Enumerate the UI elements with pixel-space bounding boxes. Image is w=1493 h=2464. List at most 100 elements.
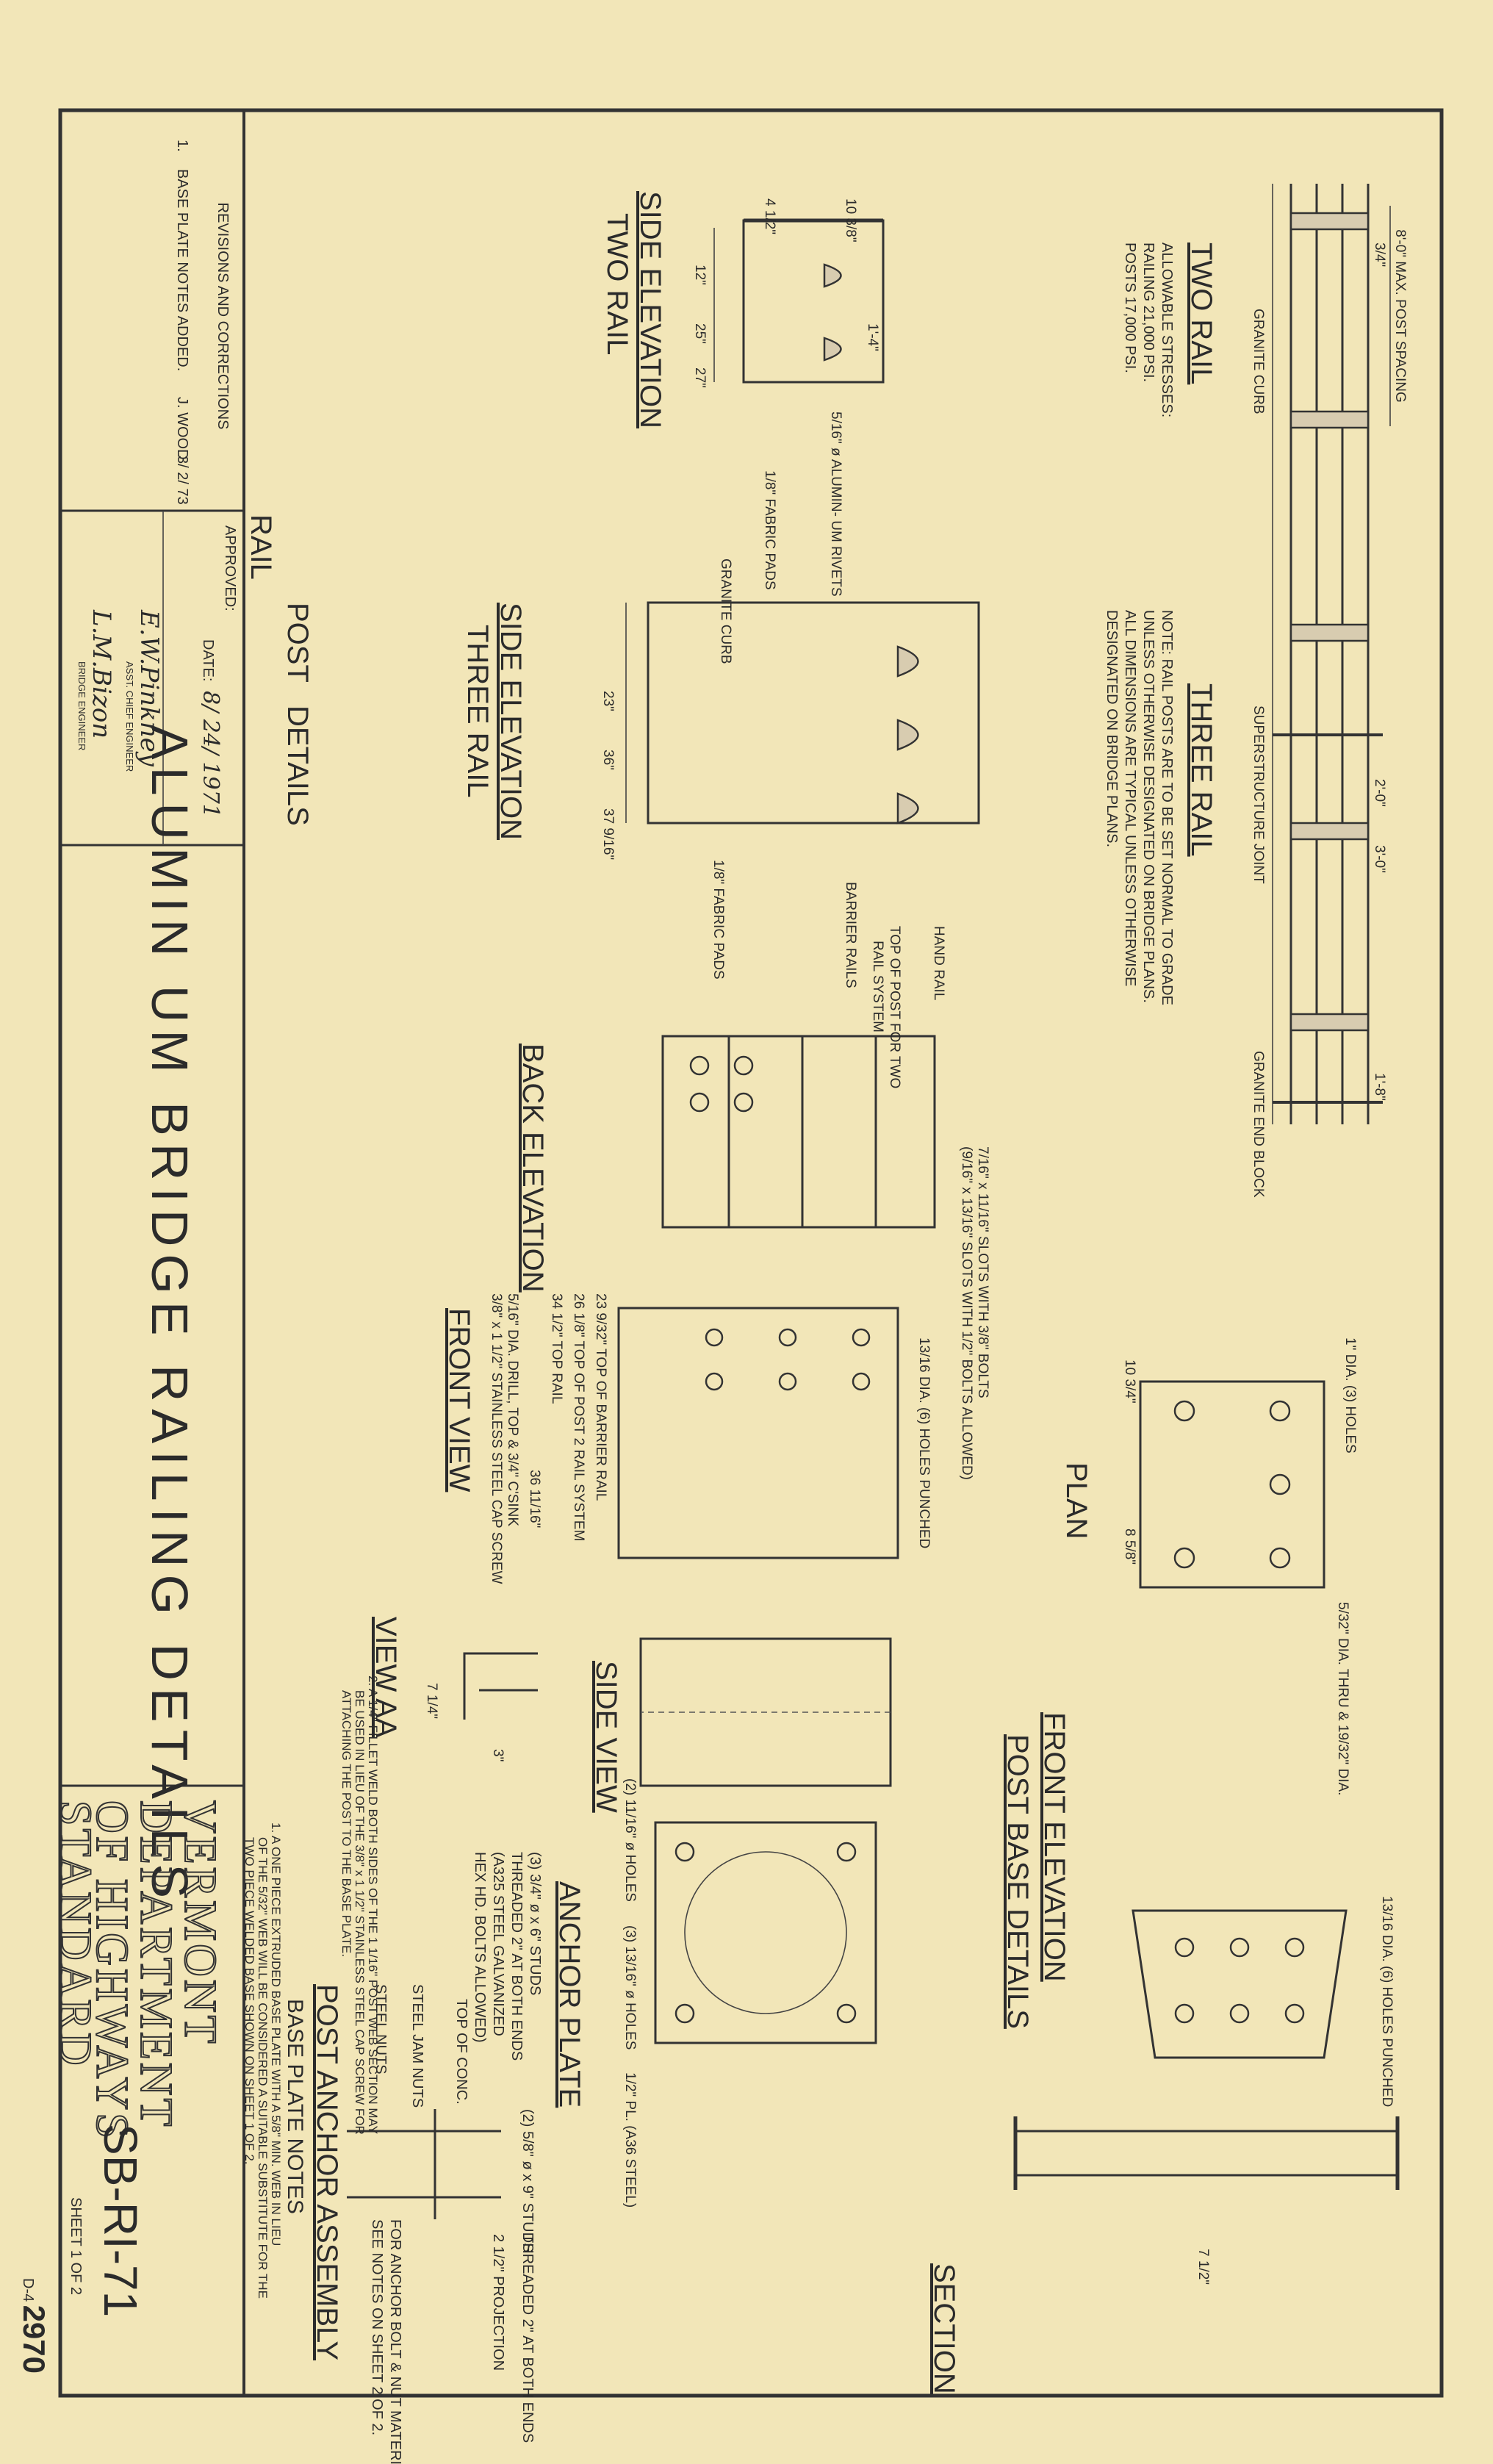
front-view: 7/16" x 11/16" SLOTS WITH 3/8" BOLTS (9/… [443,1146,990,1584]
agency-line-2: DEPARTMENT [131,1800,181,2129]
dim-10-3-4: 10 3/4" [1122,1359,1137,1404]
holes-3-label: 1" DIA. (3) HOLES [1342,1337,1358,1454]
view-title-front-elev: FRONT ELEVATION [1038,1712,1071,1982]
dim-37: 37 9/16" [600,808,616,860]
bolt-hole [1269,1400,1291,1422]
jam-nuts-label: STEEL JAM NUTS [409,1984,425,2108]
note-line-4: DESIGNATED ON BRIDGE PLANS. [1104,610,1120,847]
bolt-hole [674,2003,695,2024]
bolt-hole [1173,1547,1195,1569]
bolt-hole [778,1372,797,1391]
top-post-label: TOP OF POST FOR TWO [887,926,902,1088]
sheet-number: SHEET 1 OF 2 [68,2197,84,2295]
studs-1: (3) 3/4" ø x 6" STUDS [527,1852,543,1995]
subtitle-details: DETAILS [281,705,314,826]
cap-screw-label: 3/8" x 1 1/2" STAINLESS STEEL CAP SCREW [489,1293,504,1584]
view-title-side-elev-two: SIDE ELEVATION [634,191,666,428]
rail-2 [896,719,919,751]
base-plate-notes: BASE PLATE NOTES 1. A ONE PIECE EXTRUDED… [242,1675,380,2299]
plan-view: 1" DIA. (3) HOLES 5/32" DIA. THRU & 19/3… [1060,1337,1358,1795]
revision-item-text: BASE PLATE NOTES ADDED. [174,169,190,371]
dim-1-4: 1'-4" [865,323,880,351]
rail-upper [823,337,842,362]
subtitle-rail: RAIL [245,514,277,580]
fabric-pads-label-1: 1/8" FABRIC PADS [762,470,777,590]
rail-plan-strips: 8'-0" MAX. POST SPACING GRANITE CURB SUP… [1104,184,1408,1198]
stresses-line-3: POSTS 17,000 PSI. [1122,243,1138,373]
rail-3 [896,792,919,825]
post-marker [1289,212,1370,231]
bolt-hole [689,1055,710,1076]
anchor-plate-circle [684,1851,847,2014]
dim-2-0: 2'-0" [1372,779,1387,807]
bolt-hole [836,2003,857,2024]
view-title-section: SECTION [928,2263,960,2394]
bolt-hole [1269,1473,1291,1495]
view-title-anchor-plate: ANCHOR PLATE [553,1881,586,2108]
post-profile [742,219,885,384]
side-view: SIDE VIEW [590,1637,892,1813]
back-post-outline [661,1035,936,1229]
bolt-hole [852,1328,871,1347]
anchor-note-2: SEE NOTES ON SHEET 2 OF 2. [369,2219,385,2435]
bolt-hole [778,1328,797,1347]
bp-note-2: OF THE 5/32" WEB WILL BE CONSIDERED A SU… [256,1837,270,2299]
note-line-3: ALL DIMENSIONS ARE TYPICAL UNLESS OTHERW… [1122,610,1138,986]
rail-1 [896,645,919,678]
view-title-post-base: POST BASE DETAILS [1001,1734,1034,2029]
signature-2: L.M.Bizon [87,609,116,739]
holes-6-label-2: 13/16 DIA. (6) HOLES PUNCHED [1379,1896,1395,2107]
bolt-hole [1174,1937,1195,1958]
hand-rail-label: HAND RAIL [931,926,946,1000]
post-marker [1289,623,1370,642]
side-elevation-three-rail: 37 9/16" 36" 23" GRANITE CURB 1/8" FABRI… [461,558,980,980]
view-title-plan: PLAN [1060,1462,1093,1540]
slots-label-2: (9/16" x 13/16" SLOTS WITH 1/2" BOLTS AL… [959,1146,974,1480]
bolt-hole [852,1372,871,1391]
signature-1: E.W.Pinkney [134,609,164,767]
view-title-side-elev-three: SIDE ELEVATION [494,603,527,840]
a36-label: 1/2" PL. (A36 STEEL) [622,2072,638,2208]
dim-7-1-4: 7 1/4" [424,1683,439,1719]
anchor-plate: (2) 11/16" ø HOLES (3) 13/16" ø HOLES 1/… [472,1778,877,2208]
view-title-two-rail: TWO RAIL [1185,243,1217,384]
post-profile-three [647,601,980,825]
bore-label: 5/32" DIA. THRU & 19/32" DIA. [1335,1602,1350,1795]
stresses-line-2: RAILING 21,000 PSI. [1140,243,1156,382]
front-elevation: 13/16 DIA. (6) HOLES PUNCHED FRONT ELEVA… [1001,1712,1395,2107]
studs-b2: THREADED 2" AT BOTH ENDS [519,2234,536,2443]
revision-item-no: 1. [174,140,190,152]
bolt-hole [674,1842,695,1862]
signature-1-role: ASST. CHIEF ENGINEER [124,661,135,772]
post-anchor-assembly: (2) 5/8" ø x 9" STUDS THREADED 2" AT BOT… [311,1984,536,2464]
date-label: DATE: [200,639,216,681]
max-spacing-label: 8'-0" MAX. POST SPACING [1392,229,1408,403]
signature-2-role: BRIDGE ENGINEER [76,661,87,750]
anchor-plate-outline [654,1821,877,2044]
rail-lower [823,263,842,288]
rail-system-label: RAIL SYSTEM [870,941,885,1032]
dim-3: 3" [490,1749,506,1761]
revisions-header: REVISIONS AND CORRECTIONS [215,203,231,430]
date-value: 8/ 24/ 1971 [198,691,223,818]
bolt-hole [1174,2003,1195,2024]
section-web [1014,2130,1399,2177]
drill-label: 5/16" DIA. DRILL, TOP & 3/4" C'SINK [505,1293,520,1526]
holes-6-label: 13/16 DIA. (6) HOLES PUNCHED [916,1337,932,1548]
bp-note-5: BE USED IN LIEU OF THE 3/8" x 1 1/2" STA… [353,1690,367,2135]
front-view-outline [617,1307,899,1559]
agency-line-3: OF HIGHWAYS [87,1800,137,2141]
revision-item-by: J. WOOD [174,397,190,460]
holes-3b-label: (3) 13/16" ø HOLES [622,1925,638,2050]
view-title-view-aa: VIEW AA [370,1617,402,1738]
bp-note-4: 2. A 1/4" FILLET WELD BOTH SIDES OF THE … [366,1675,380,2134]
dim-3-4: 3/4" [1372,243,1387,267]
note-line-1: NOTE: RAIL POSTS ARE TO BE SET NORMAL TO… [1159,610,1175,1005]
bolt-hole [705,1372,724,1391]
studs-4: HEX HD. BOLTS ALLOWED) [472,1852,488,2043]
view-title-post-anchor: POST ANCHOR ASSEMBLY [311,1984,343,2360]
subtitle-post: POST [281,603,314,683]
